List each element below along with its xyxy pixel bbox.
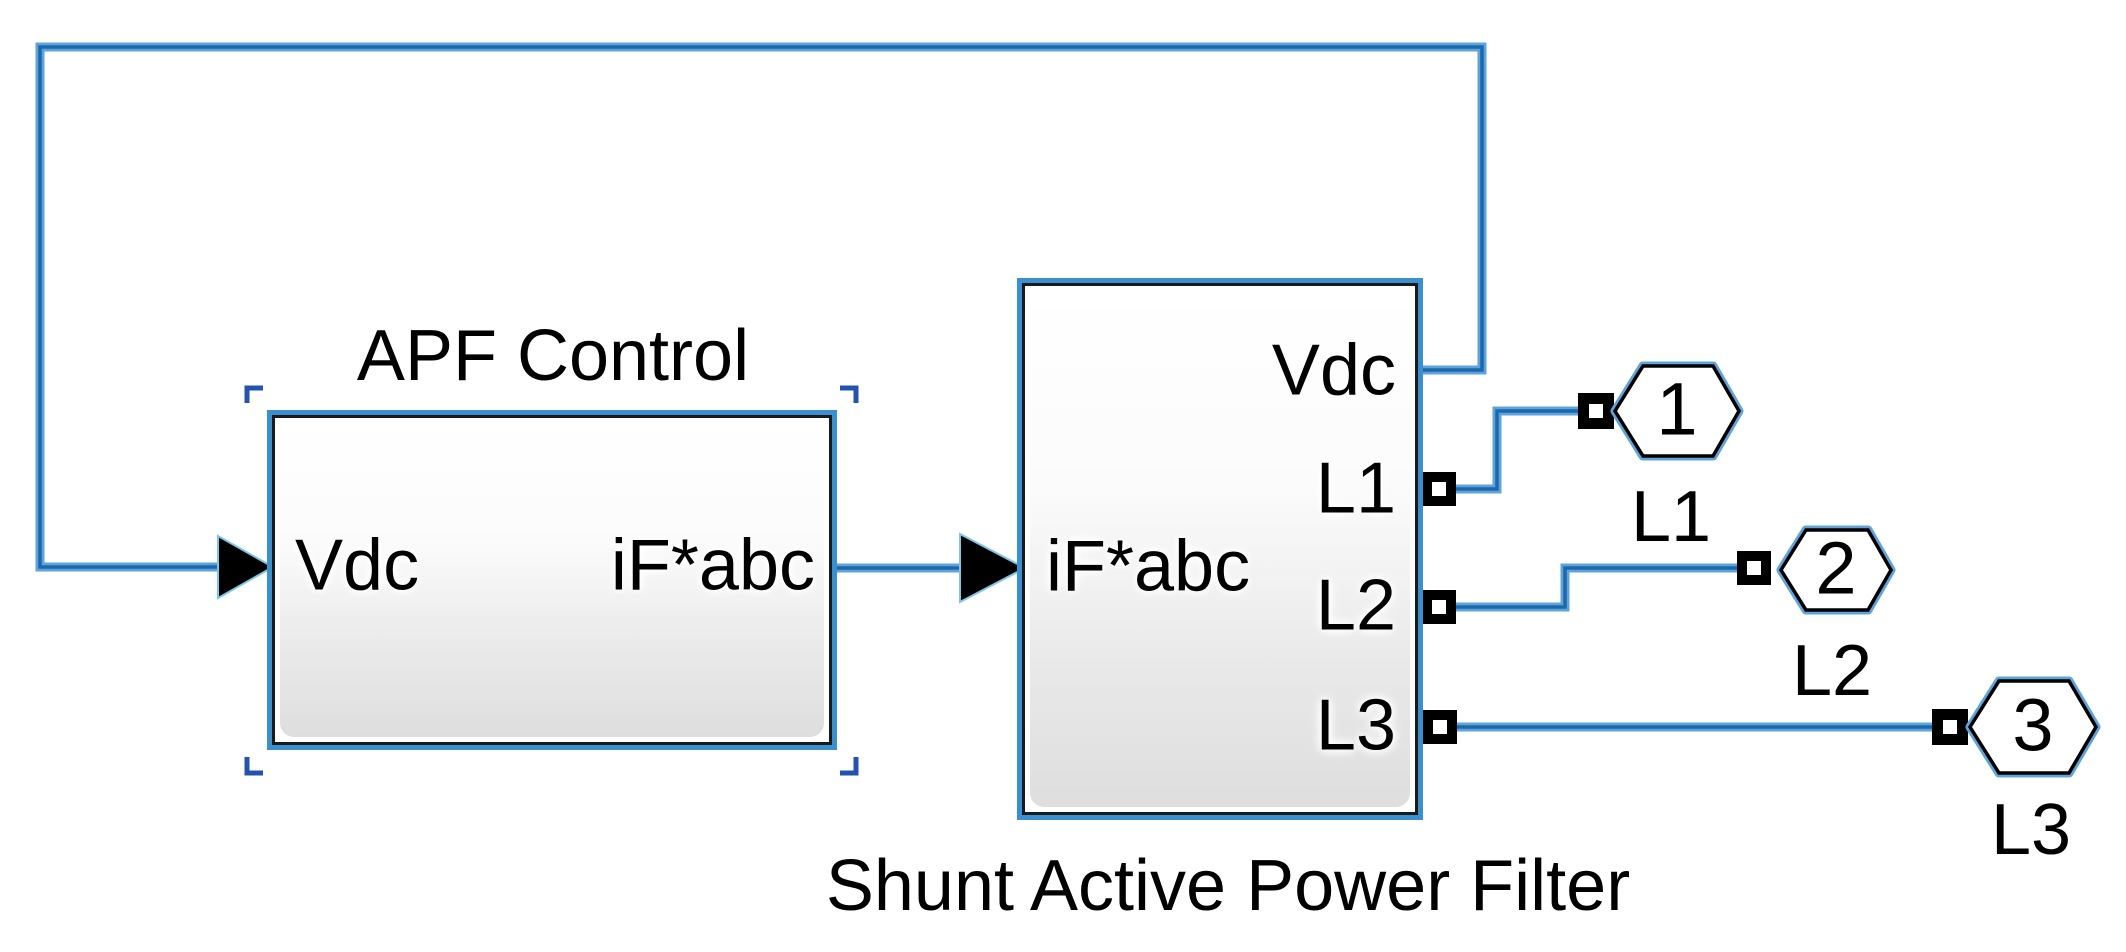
outport-3-hexagon: [1967, 679, 2099, 775]
outport-3-number: 3: [2012, 683, 2054, 767]
outport-1-block[interactable]: [1610, 361, 1744, 461]
wire-l2-glow: [1455, 563, 1739, 612]
sapf-block-fill: [1030, 291, 1410, 807]
selection-corner-top-right: [840, 385, 859, 403]
outport-1-hexagon: [1612, 364, 1742, 458]
selection-corner-bottom-left: [244, 757, 263, 776]
apf-input-port-label: Vdc: [295, 525, 420, 606]
outport-2-block[interactable]: [1776, 525, 1896, 615]
sapf-input-port-label: iF*abc: [1046, 526, 1251, 607]
wire-l1-glow: [1455, 406, 1580, 494]
wire-l1-endpoint-handle-port-center: [1589, 404, 1603, 418]
arrowhead-apf-input: [217, 534, 276, 600]
outport-2-name-label[interactable]: L2: [1791, 631, 1873, 711]
wire-l2-core: [1455, 566, 1739, 609]
sapf-output-port-label-l2: L2: [1315, 565, 1396, 646]
sapf-output-port-label-l1: L1: [1315, 448, 1396, 529]
wire-vdc-feedback[interactable]: [35, 42, 1487, 600]
outport-2-hexagon: [1778, 528, 1894, 612]
outport-1-name-label[interactable]: L1: [1630, 477, 1712, 557]
arrowhead-sapf-input: [959, 532, 1028, 604]
sapf-output-port-label-l3: L3: [1315, 685, 1396, 766]
selection-corner-top-left: [244, 385, 263, 403]
wire-l1-endpoint-handle-block-center: [1432, 482, 1446, 496]
outport-1-number: 1: [1656, 367, 1698, 451]
sapf-block-title[interactable]: Shunt Active Power Filter: [825, 846, 1631, 926]
selection-corner-brackets: [244, 385, 859, 776]
wire-l2-endpoint-handle-port-center: [1747, 561, 1761, 575]
wire-l1[interactable]: [1422, 393, 1614, 506]
wire-l2[interactable]: [1422, 551, 1771, 624]
sapf-output-port-label-vdc: Vdc: [1271, 330, 1396, 411]
apf-control-block[interactable]: [267, 410, 837, 750]
apf-control-block-title[interactable]: APF Control: [356, 316, 750, 396]
outport-2-number: 2: [1815, 526, 1857, 610]
selection-corner-bottom-right: [840, 757, 859, 776]
wire-l2-endpoint-handle-block-center: [1432, 600, 1446, 614]
wire-apf-to-sapf[interactable]: [837, 532, 1028, 604]
wire-l3[interactable]: [1423, 709, 1968, 745]
apf-output-port-label: iF*abc: [610, 525, 815, 606]
wire-l3-endpoint-handle-block-center: [1433, 720, 1447, 734]
wire-l3-endpoint-handle-port-center: [1943, 720, 1957, 734]
wire-vdc-feedback-core: [38, 45, 1484, 569]
sapf-block[interactable]: [1017, 278, 1423, 820]
outport-3-block[interactable]: [1965, 676, 2101, 778]
outport-3-name-label[interactable]: L3: [1990, 790, 2072, 870]
wire-l1-core: [1455, 409, 1580, 491]
apf-control-block-fill: [280, 423, 824, 737]
